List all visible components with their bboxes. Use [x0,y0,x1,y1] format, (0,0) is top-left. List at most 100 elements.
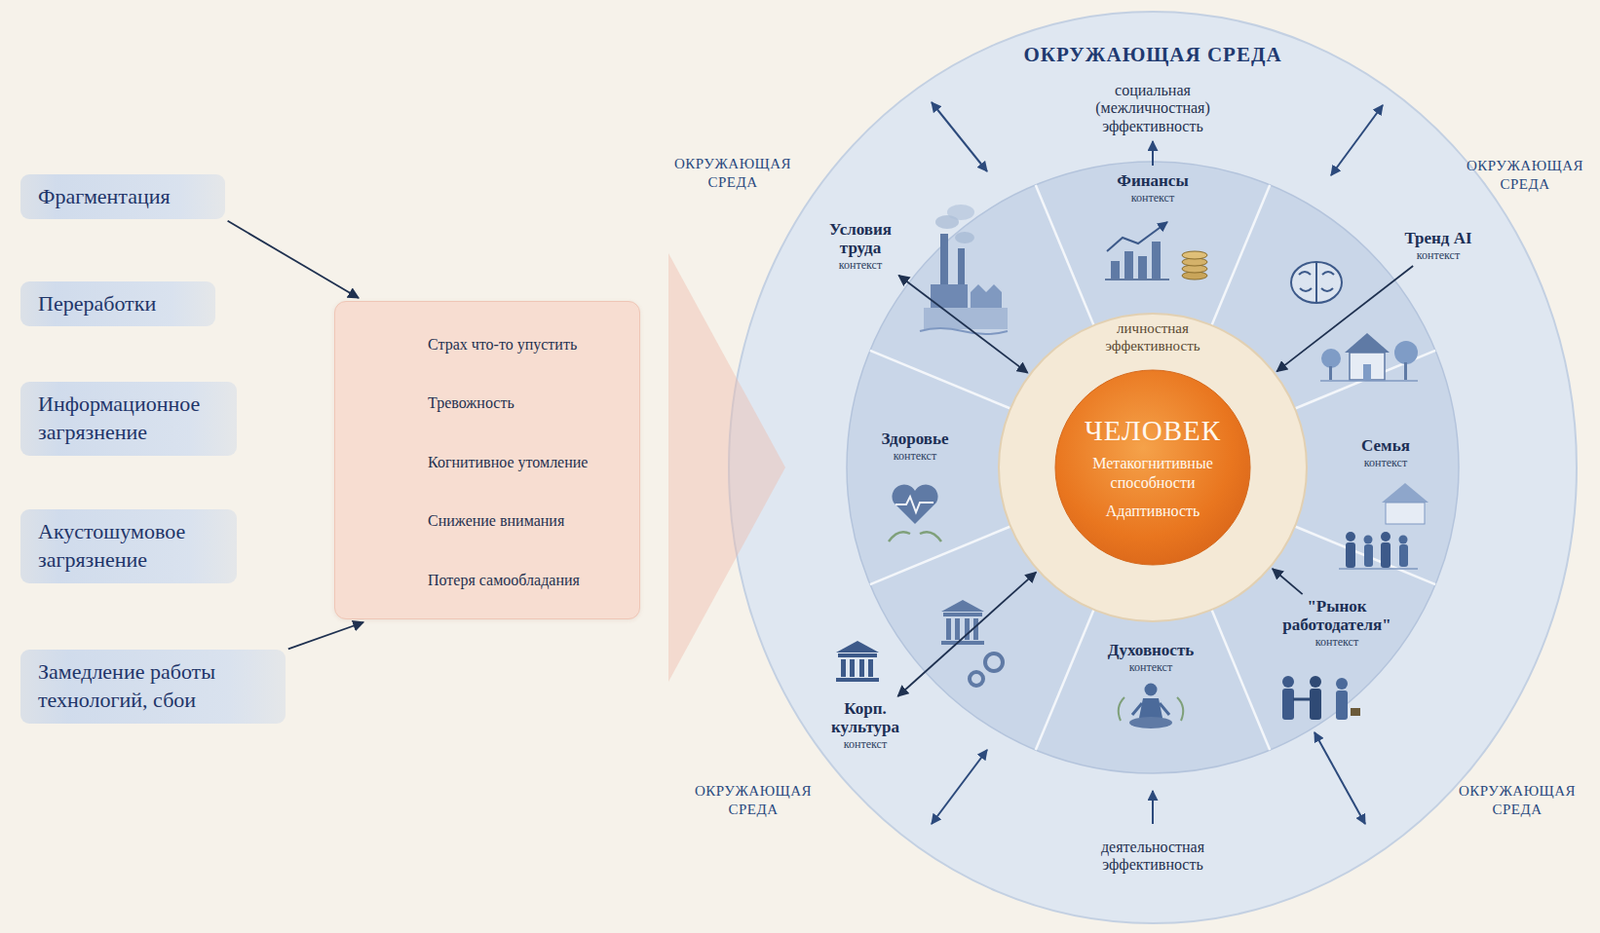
family-illustration [1380,532,1391,542]
columns-icon [840,659,846,678]
factory-illustration [954,231,975,244]
environment-label: ОКРУЖАЮЩАЯ СРЕДА [1464,156,1586,194]
connector-arrow [228,221,359,299]
inner-rings [1055,370,1251,566]
stressor-box: Переработки [20,281,216,328]
core-text: Адаптивность [1105,502,1201,521]
stressor-box: Замедление работы технологий, сбои [20,649,286,724]
stressor-text: Акустошумовое загрязнение [38,518,220,574]
gear-illustration [969,653,1003,686]
house-illustration [1394,341,1418,365]
sector-divider [870,350,1011,410]
sector-divider [1035,185,1095,326]
factory-illustration [970,292,1002,310]
columns-icon [836,641,879,653]
handshake-illustration [1309,688,1322,721]
heart-illustration [888,484,942,542]
sector-divider [1295,527,1436,586]
house-illustration [1404,362,1408,381]
sector-divider [1212,185,1271,326]
context-title: Тренд AI [1404,228,1472,249]
finance-chart [1110,261,1120,279]
wheel-disc [728,11,1577,924]
symptom-text: Снижение внимания [427,511,628,532]
heart-illustration [891,484,938,525]
connector-arrow [898,275,1028,374]
columns-illustration [941,600,985,612]
effectiveness-label: деятельностная эффективность [1065,838,1241,876]
stressor-text: Переработки [38,290,198,319]
context-sector: Корп. культураконтекст [820,699,911,754]
house-illustration [1320,380,1418,382]
context-title: Семья [1361,436,1410,457]
connector-arrow [897,572,1036,697]
family-illustration [1381,483,1429,503]
context-title: Условия труда [815,220,906,259]
connector-arrow [1272,569,1303,595]
context-title: Духовность [1107,641,1195,661]
environment-arrow [931,750,988,825]
sector-divider [1212,609,1271,751]
core-text: Метакогнитивные способности [1079,454,1226,494]
sector-divider [870,185,1436,751]
columns-icon [836,678,879,683]
handshake-illustration [1282,676,1361,721]
inner-rings [998,313,1307,622]
brain-illustration [1298,271,1334,292]
house-illustration [1320,333,1418,381]
columns-icon [868,659,874,678]
family-illustration [1338,483,1429,570]
environment-label: ОКРУЖАЮЩАЯ СРЕДА [692,782,814,820]
family-illustration [1385,502,1425,525]
factory-illustration [930,284,968,310]
context-sector: Финансыконтекст [1104,171,1202,206]
finance-chart [1106,222,1168,252]
environment-arrow [1314,732,1366,825]
effectiveness-label: личностная эффективность [1079,319,1226,355]
meditation-illustration [1144,684,1158,697]
factory-illustration [970,284,1002,293]
stressor-text: Информационное загрязнение [38,390,220,447]
family-illustration [1364,535,1373,545]
meditation-illustration [1118,684,1184,730]
stressor-box: Фрагментация [20,174,226,221]
personal-ring: личностная эффективностьЧЕЛОВЕК Метакогни… [998,313,1307,622]
meditation-illustration [1129,717,1173,729]
factory-illustration [947,204,975,221]
finance-chart [1104,222,1208,280]
context-note: контекст [1416,248,1460,265]
core-circle: ЧЕЛОВЕК Метакогнитивные способностиАдапти… [1055,370,1251,566]
handshake-illustration [1282,688,1295,721]
environment-circle: ОКРУЖАЮЩАЯ СРЕДАсоциальная (межличностна… [728,11,1577,924]
sector-divider [1035,609,1095,751]
environment-label: ОКРУЖАЮЩАЯ СРЕДА [1456,782,1578,820]
family-illustration [1399,535,1409,545]
connector-arrow [288,622,364,649]
context-sector: Условия трудаконтекст [815,220,906,274]
context-note: контекст [1315,635,1359,651]
stressor-box: Информационное загрязнение [20,381,237,456]
context-note: контекст [1131,190,1175,207]
columns-illustration [946,618,952,641]
environment-arrow [931,102,1383,825]
context-title: "Рынок работодателя" [1274,597,1400,636]
meditation-illustration [1132,703,1170,716]
context-sector: Тренд AIконтекст [1393,228,1484,264]
factory-illustration [919,328,1008,335]
context-note: контекст [1129,660,1173,677]
connector-arrow [1276,266,1413,372]
context-note: контекст [1364,456,1408,472]
house-illustration [1344,333,1390,353]
effectiveness-arrow [1151,141,1154,166]
inner-rings [998,313,1307,622]
context-sector: Здоровьеконтекст [870,429,960,464]
finance-chart [1138,256,1147,279]
finance-chart [1151,241,1161,279]
stressor-text: Фрагментация [38,183,208,212]
family-illustration [1364,544,1373,568]
stressor-box: Акустошумовое загрязнение [20,509,237,583]
family-illustration [1338,568,1418,571]
house-illustration [1349,352,1385,381]
core-title: ЧЕЛОВЕК [1084,415,1221,448]
